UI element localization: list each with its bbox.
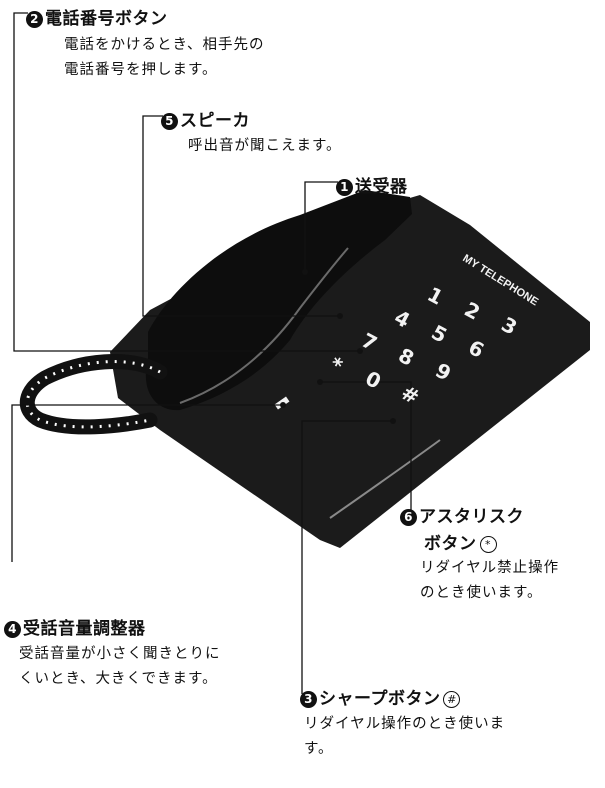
callout-desc-line: 電話番号を押します。 <box>64 62 218 78</box>
base-edge-highlight <box>329 439 441 519</box>
callout-title: 受話音量調整器 <box>23 619 146 639</box>
coiled-cord-rings <box>25 360 161 429</box>
callout-desc-line: くいとき、大きくできます。 <box>19 671 218 687</box>
handset-highlight <box>179 247 349 404</box>
callout-number: 2 <box>26 11 43 28</box>
callout-desc-line: リダイヤル操作のとき使いま <box>304 716 506 732</box>
callout-title: 送受器 <box>355 177 408 197</box>
callout-title: 電話番号ボタン <box>45 9 168 29</box>
callout-desc-line: 電話をかけるとき、相手先の <box>64 37 265 53</box>
sharp-symbol: # <box>443 691 461 708</box>
callout-title: アスタリスク <box>419 507 524 527</box>
callout-desc-line: 呼出音が聞こえます。 <box>188 138 342 154</box>
callout-title-line2: ボタン <box>424 534 477 554</box>
leader-lines <box>11 12 412 694</box>
asterisk-symbol: * <box>479 536 497 553</box>
leader-dots <box>280 269 396 424</box>
callout-number: 4 <box>4 621 21 638</box>
callout-desc-line: 受話音量が小さく聞きとりに <box>19 646 221 662</box>
callout-title: スピーカ <box>180 111 250 131</box>
leader-line-2 <box>13 12 360 352</box>
leader-line-4 <box>11 404 283 562</box>
leader-line-6 <box>320 381 412 513</box>
callout-number: 6 <box>400 509 417 526</box>
callout-desc-line: のとき使います。 <box>420 585 543 601</box>
callout-number: 5 <box>161 113 178 130</box>
callout-desc-line: す。 <box>304 741 334 757</box>
callout-number: 1 <box>336 179 353 196</box>
leader-line-5 <box>142 115 340 317</box>
callout-number: 3 <box>300 691 317 708</box>
leader-line-3 <box>301 420 393 694</box>
leader-line-1 <box>304 181 338 270</box>
callout-desc-line: リダイヤル禁止操作 <box>420 560 560 576</box>
callout-title: シャープボタン <box>319 689 441 709</box>
handset <box>145 190 412 411</box>
